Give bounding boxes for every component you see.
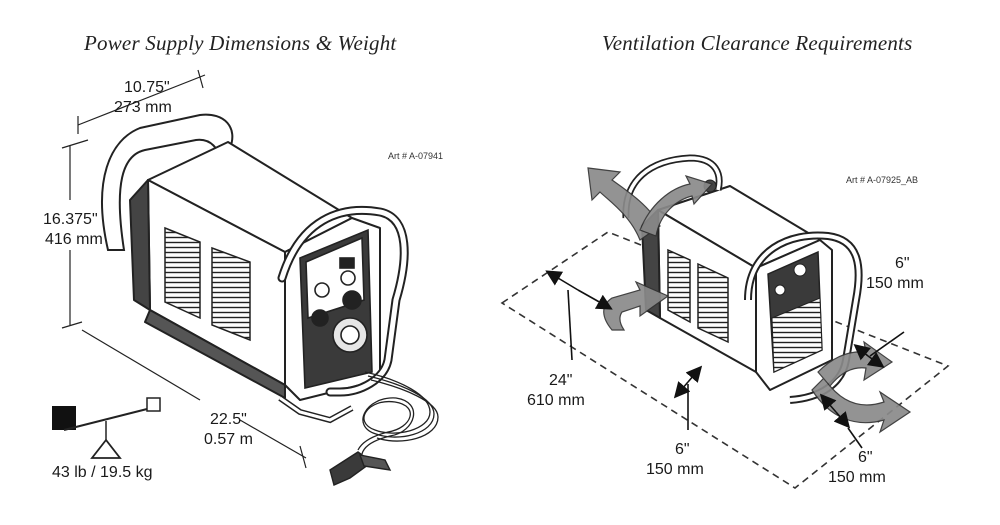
- side-clearance-right-mm: 150 mm: [866, 275, 924, 292]
- airflow-arrow-bottom: [811, 377, 912, 434]
- height-mm: 416 mm: [45, 231, 103, 248]
- vent-right-2: [697, 262, 729, 344]
- art-number-right: Art # A-07925_AB: [846, 175, 919, 185]
- airflow-arrows: [587, 167, 912, 434]
- depth-inches: 10.75": [124, 79, 170, 96]
- weight-label: 43 lb / 19.5 kg: [52, 464, 153, 481]
- clearance-arrows: [545, 270, 905, 449]
- depth-mm: 273 mm: [114, 99, 172, 116]
- length-inches: 22.5": [210, 411, 247, 428]
- side-clearance-bottom-mm: 150 mm: [828, 469, 886, 486]
- airflow-arrow-side: [603, 280, 670, 331]
- side-vent-right: [211, 246, 251, 342]
- side-vent-left: [164, 226, 201, 320]
- clearance-boundary: [500, 231, 950, 489]
- rear-clearance-inches: 24": [549, 372, 573, 389]
- control-panel: [299, 228, 373, 390]
- ground-clamp: [329, 451, 392, 486]
- rear-clearance-mm: 610 mm: [527, 392, 585, 409]
- dimension-lines: [61, 69, 307, 469]
- height-inches: 16.375": [43, 211, 98, 228]
- side-clearance-bottom-inches: 6": [858, 449, 873, 466]
- front-clearance-inches: 6": [675, 441, 690, 458]
- side-clearance-right-inches: 6": [895, 255, 910, 272]
- weight-balance-icon: [52, 397, 161, 459]
- ventilation-title: Ventilation Clearance Requirements: [602, 31, 913, 55]
- vent-right-1: [667, 248, 691, 324]
- length-m: 0.57 m: [204, 431, 253, 448]
- dimensions-title: Power Supply Dimensions & Weight: [84, 31, 397, 55]
- art-number-left: Art # A-07941: [388, 151, 444, 161]
- ground-cable: [357, 371, 439, 455]
- airflow-arrow-top: [587, 167, 661, 241]
- front-clearance-mm: 150 mm: [646, 461, 704, 478]
